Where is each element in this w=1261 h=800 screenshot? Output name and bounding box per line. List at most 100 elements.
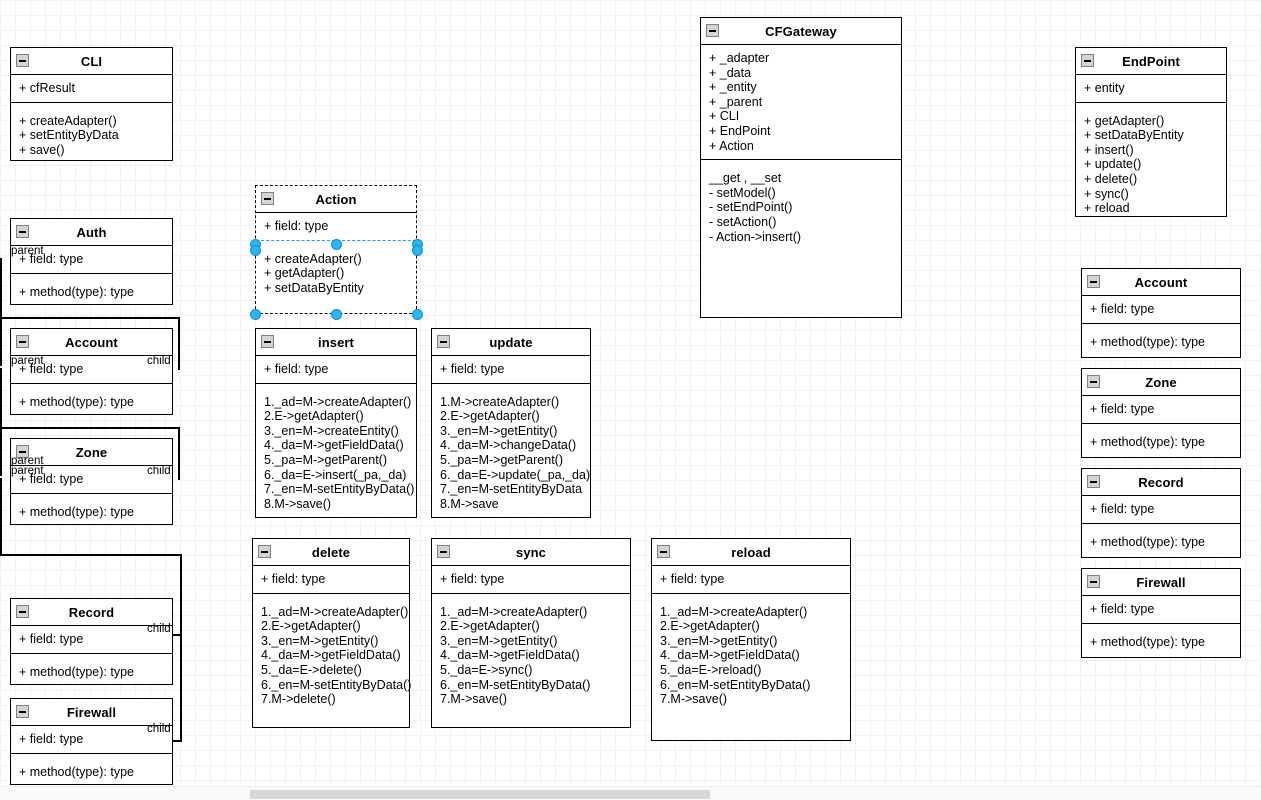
method-row: 8.M->save xyxy=(440,496,499,511)
selection-handle-sw[interactable] xyxy=(250,309,261,320)
uml-class-account-right[interactable]: Account+ field: type+ method(type): type xyxy=(1081,268,1241,358)
association-connector[interactable] xyxy=(0,478,2,556)
class-header: reload xyxy=(652,539,850,566)
class-methods: + method(type): type xyxy=(11,652,172,686)
association-connector[interactable] xyxy=(0,317,180,319)
horizontal-scrollbar-track[interactable] xyxy=(0,786,1261,800)
uml-class-record-right[interactable]: Record+ field: type+ method(type): type xyxy=(1081,468,1241,558)
collapse-minus-icon[interactable] xyxy=(1087,275,1100,288)
association-label: parent xyxy=(11,355,44,367)
uml-class-record-left[interactable]: Record+ field: type+ method(type): type xyxy=(10,598,173,685)
association-connector[interactable] xyxy=(0,427,180,429)
method-row: 4._da=M->changeData() xyxy=(440,438,577,453)
class-attributes: + field: type xyxy=(11,726,172,753)
collapse-minus-icon[interactable] xyxy=(1087,475,1100,488)
attribute-row: + cfResult xyxy=(19,81,75,95)
method-row: + delete() xyxy=(1084,171,1138,186)
association-connector[interactable] xyxy=(178,317,180,370)
selection-handle-n[interactable] xyxy=(331,239,342,250)
collapse-minus-icon[interactable] xyxy=(258,545,271,558)
collapse-minus-icon[interactable] xyxy=(261,192,274,205)
collapse-minus-icon[interactable] xyxy=(16,54,29,67)
class-name: Auth xyxy=(76,224,107,240)
class-name: delete xyxy=(311,544,351,560)
uml-class-zone-left[interactable]: Zone+ field: type+ method(type): type xyxy=(10,438,173,525)
collapse-minus-icon[interactable] xyxy=(16,335,29,348)
method-row: - setEndPoint() xyxy=(709,200,793,215)
uml-class-cli[interactable]: CLI+ cfResult+ createAdapter()+ setEntit… xyxy=(10,47,173,161)
attribute-row: + EndPoint xyxy=(709,123,771,138)
uml-class-auth[interactable]: Auth+ field: type+ method(type): type xyxy=(10,218,173,305)
collapse-minus-icon[interactable] xyxy=(16,705,29,718)
method-row: 7._en=M-setEntityByData() xyxy=(264,482,415,497)
class-name: Action xyxy=(315,191,357,207)
selection-handle-se[interactable] xyxy=(412,309,423,320)
collapse-minus-icon[interactable] xyxy=(16,605,29,618)
class-header: Action xyxy=(256,186,416,213)
method-row: + method(type): type xyxy=(19,284,134,299)
class-header: Firewall xyxy=(1082,569,1240,596)
association-label: child xyxy=(147,355,171,367)
method-row: + method(type): type xyxy=(1090,534,1205,549)
selection-handle-w[interactable] xyxy=(250,244,261,256)
method-row: 4._da=M->getFieldData() xyxy=(264,438,404,453)
method-row: 2.E->getAdapter() xyxy=(264,409,364,424)
class-attributes: + field: type xyxy=(1082,296,1240,323)
method-row: 6._da=E->insert(_pa,_da) xyxy=(264,467,407,482)
association-label: parent xyxy=(11,465,44,477)
method-row: 2.E->getAdapter() xyxy=(440,409,540,424)
class-methods: + method(type): type xyxy=(11,752,172,786)
class-attributes: + field: type xyxy=(253,566,409,593)
attribute-row: + field: type xyxy=(1090,302,1155,316)
collapse-minus-icon[interactable] xyxy=(16,445,29,458)
attribute-row: + field: type xyxy=(1090,602,1155,616)
class-attributes: + field: type xyxy=(432,356,590,383)
association-connector[interactable] xyxy=(0,258,2,366)
association-label: child xyxy=(147,465,171,477)
class-header: Auth xyxy=(11,219,172,246)
collapse-minus-icon[interactable] xyxy=(1087,375,1100,388)
method-row: 7.M->delete() xyxy=(261,692,336,707)
collapse-minus-icon[interactable] xyxy=(1087,575,1100,588)
method-row: 1._ad=M->createAdapter() xyxy=(264,394,412,409)
method-row: - setAction() xyxy=(709,214,777,229)
collapse-minus-icon[interactable] xyxy=(437,335,450,348)
collapse-minus-icon[interactable] xyxy=(706,24,719,37)
selection-handle-s[interactable] xyxy=(331,309,342,320)
attribute-row: + _parent xyxy=(709,94,763,109)
association-connector[interactable] xyxy=(178,427,180,480)
uml-class-account-left[interactable]: Account+ field: type+ method(type): type xyxy=(10,328,173,415)
uml-class-zone-right[interactable]: Zone+ field: type+ method(type): type xyxy=(1081,368,1241,458)
uml-class-endpoint[interactable]: EndPoint+ entity+ getAdapter()+ setDataB… xyxy=(1075,47,1227,217)
association-connector[interactable] xyxy=(0,554,182,556)
collapse-minus-icon[interactable] xyxy=(261,335,274,348)
method-row: 5._da=E->delete() xyxy=(261,662,362,677)
horizontal-scrollbar-thumb[interactable] xyxy=(250,790,710,799)
class-methods: + createAdapter()+ setEntityByData+ save… xyxy=(11,101,172,164)
method-row: + method(type): type xyxy=(1090,434,1205,449)
class-attributes: + field: type xyxy=(256,356,416,383)
class-methods: 1._ad=M->createAdapter()2.E->getAdapter(… xyxy=(652,592,850,713)
method-row: 3._en=M->getEntity() xyxy=(440,633,558,648)
collapse-minus-icon[interactable] xyxy=(437,545,450,558)
association-connector[interactable] xyxy=(0,368,2,476)
association-connector[interactable] xyxy=(180,554,182,742)
uml-class-cfgateway[interactable]: CFGateway+ _adapter+ _data+ _entity+ _pa… xyxy=(700,17,902,318)
class-header: Zone xyxy=(1082,369,1240,396)
collapse-minus-icon[interactable] xyxy=(1081,54,1094,67)
uml-class-firewall-right[interactable]: Firewall+ field: type+ method(type): typ… xyxy=(1081,568,1241,658)
association-label: parent xyxy=(11,455,44,467)
collapse-minus-icon[interactable] xyxy=(16,225,29,238)
attribute-row: + CLI xyxy=(709,109,740,124)
collapse-minus-icon[interactable] xyxy=(657,545,670,558)
method-row: + createAdapter() xyxy=(19,113,117,128)
uml-class-firewall-left[interactable]: Firewall+ field: type+ method(type): typ… xyxy=(10,698,173,785)
selection-handle-e[interactable] xyxy=(412,244,423,256)
association-label: parent xyxy=(11,245,44,257)
